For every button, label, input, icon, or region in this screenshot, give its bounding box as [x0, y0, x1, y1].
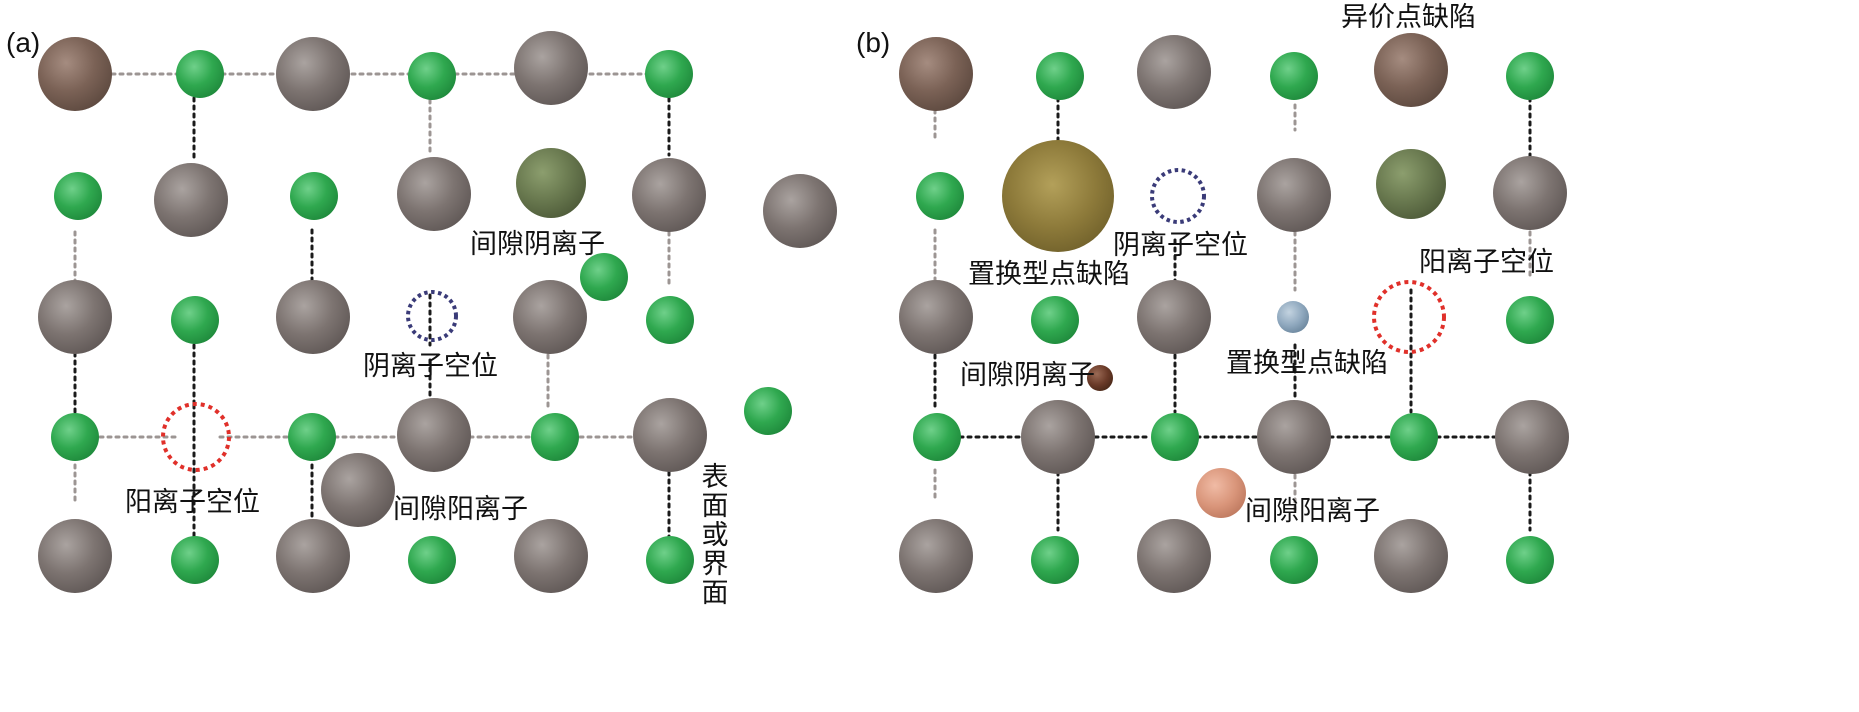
interstitial-cation-peach — [1196, 468, 1246, 518]
anion — [290, 172, 338, 220]
surface-anion — [744, 387, 792, 435]
label-interstitial-cation: 间隙阳离子 — [1245, 496, 1380, 527]
label-anion-vacancy: 阴离子空位 — [363, 351, 498, 382]
anion — [916, 172, 964, 220]
cation — [38, 519, 112, 593]
cation — [1257, 400, 1331, 474]
anion — [176, 50, 224, 98]
cation-vacancy-ring — [161, 402, 231, 472]
cation — [632, 158, 706, 232]
interstitial-anion — [580, 253, 628, 301]
anion — [1506, 52, 1554, 100]
label-substitutional-large: 置换型点缺陷 — [968, 259, 1130, 290]
label-interstitial-anion: 间隙阴离子 — [960, 360, 1095, 391]
anion — [51, 413, 99, 461]
anion — [1036, 52, 1084, 100]
label-cation-vacancy: 阳离子空位 — [125, 487, 260, 518]
anion — [1031, 536, 1079, 584]
surface-cation — [763, 174, 837, 248]
aliovalent-olive — [1376, 149, 1446, 219]
cation-brown — [899, 37, 973, 111]
substitutional-defect-small — [1277, 301, 1309, 333]
anion — [1031, 296, 1079, 344]
cation — [1257, 158, 1331, 232]
anion — [646, 536, 694, 584]
anion — [1390, 413, 1438, 461]
anion — [1270, 536, 1318, 584]
anion — [1506, 536, 1554, 584]
substitutional-defect-large — [1002, 140, 1114, 252]
anion — [531, 413, 579, 461]
cation — [397, 398, 471, 472]
label-interstitial-anion: 间隙阴离子 — [470, 229, 605, 260]
cation — [513, 280, 587, 354]
cation — [514, 519, 588, 593]
cation — [1137, 519, 1211, 593]
cation-vacancy-ring — [1372, 280, 1446, 354]
cation — [38, 280, 112, 354]
anion — [645, 50, 693, 98]
cation — [1493, 156, 1567, 230]
anion — [54, 172, 102, 220]
cation — [899, 519, 973, 593]
cation — [397, 157, 471, 231]
anion-vacancy-ring — [1150, 168, 1206, 224]
panel-b-tag: (b) — [856, 27, 890, 58]
anion — [1151, 413, 1199, 461]
anion — [913, 413, 961, 461]
label-interstitial-cation: 间隙阳离子 — [393, 494, 528, 525]
anion-vacancy-ring — [406, 290, 458, 342]
label-surface: 表面或界面 — [697, 462, 729, 607]
interstitial-anion-small — [1087, 365, 1113, 391]
cation — [276, 519, 350, 593]
panel-a: (a) — [6, 27, 837, 607]
panel-a-tag: (a) — [6, 27, 40, 58]
anion — [171, 536, 219, 584]
cation — [1021, 400, 1095, 474]
interstitial-anion-olive — [516, 148, 586, 218]
cation — [276, 37, 350, 111]
anion — [408, 536, 456, 584]
panel-b: (b) — [856, 2, 1569, 593]
aliovalent-defect — [1374, 33, 1448, 107]
cation — [276, 280, 350, 354]
anion — [171, 296, 219, 344]
anion — [288, 413, 336, 461]
cation — [633, 398, 707, 472]
cation — [1137, 280, 1211, 354]
label-anion-vacancy: 阴离子空位 — [1113, 230, 1248, 261]
anion — [1506, 296, 1554, 344]
label-substitutional-small: 置换型点缺陷 — [1226, 348, 1388, 379]
cation — [1137, 35, 1211, 109]
anion — [646, 296, 694, 344]
anion — [1270, 52, 1318, 100]
cation — [154, 163, 228, 237]
anion — [408, 52, 456, 100]
cation — [1495, 400, 1569, 474]
cation — [899, 280, 973, 354]
interstitial-cation — [321, 453, 395, 527]
cation — [514, 31, 588, 105]
panel-a-bonds — [73, 72, 671, 542]
cation-brown — [38, 37, 112, 111]
panel-b-bonds — [933, 96, 1532, 532]
label-cation-vacancy: 阳离子空位 — [1419, 247, 1554, 278]
cation — [1374, 519, 1448, 593]
label-aliovalent-defect: 异价点缺陷 — [1341, 2, 1476, 33]
